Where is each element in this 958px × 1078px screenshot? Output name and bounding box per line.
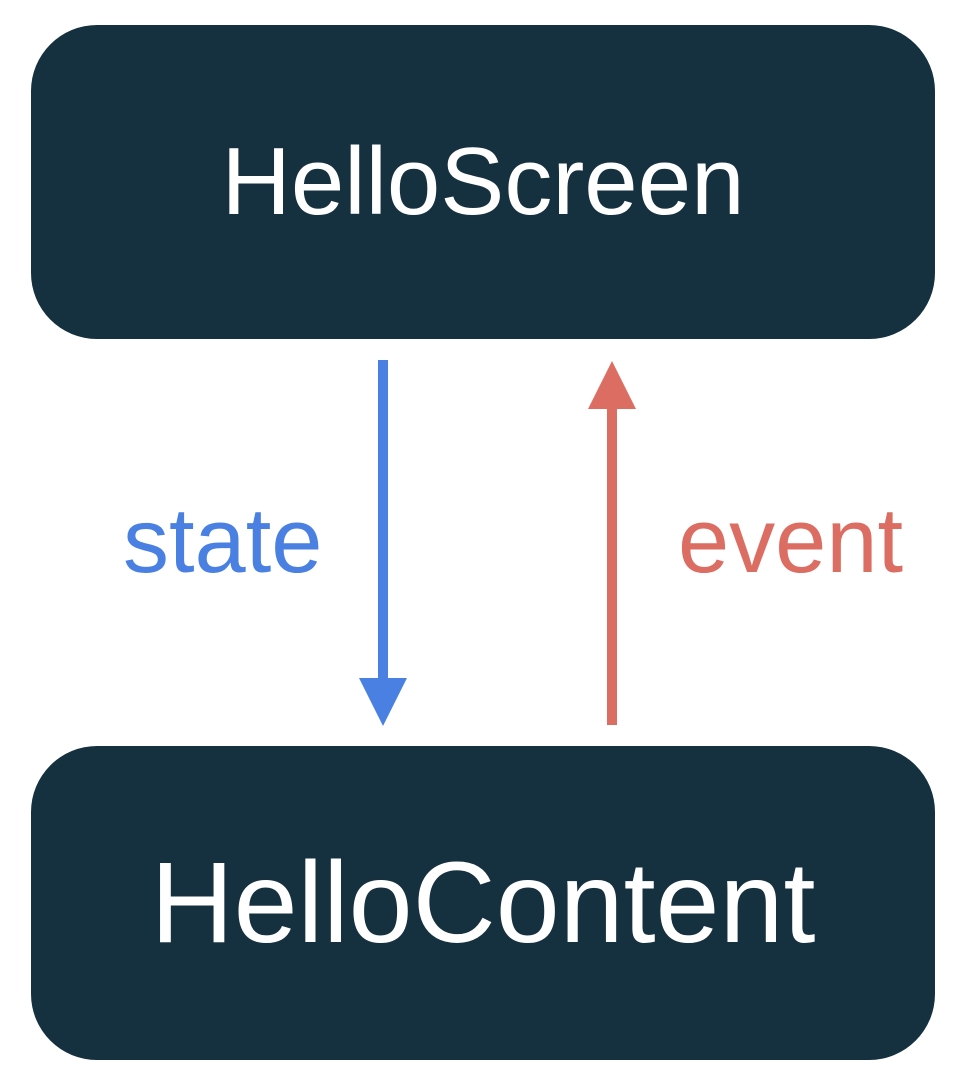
- state-label: state: [123, 490, 323, 592]
- event-arrowhead-icon: [588, 361, 636, 409]
- state-arrowhead-icon: [359, 678, 407, 726]
- event-arrow-up-icon: [588, 361, 636, 725]
- hello-content-label: HelloContent: [150, 838, 816, 967]
- state-arrow-shaft: [378, 360, 388, 678]
- event-arrow-shaft: [607, 409, 617, 725]
- hello-screen-label: HelloScreen: [221, 128, 745, 235]
- state-arrow-down-icon: [359, 360, 407, 726]
- event-label: event: [678, 490, 904, 592]
- hello-content-box: HelloContent: [31, 746, 935, 1060]
- hello-screen-box: HelloScreen: [31, 25, 935, 339]
